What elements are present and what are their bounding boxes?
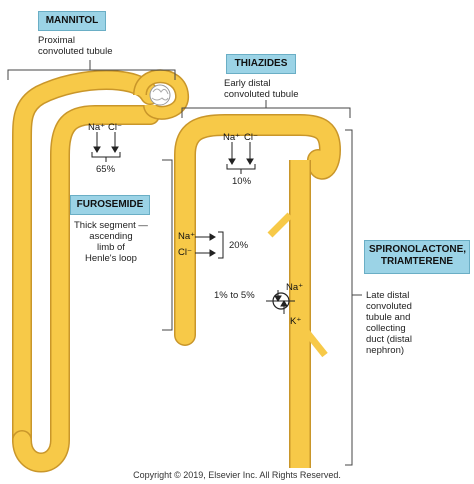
drug-spironolactone: SPIRONOLACTONE, TRIAMTERENE <box>364 240 470 274</box>
bracket-late-distal <box>345 129 353 466</box>
bracket-proximal <box>7 69 176 80</box>
drug-furosemide: FUROSEMIDE <box>70 195 150 215</box>
ion-k-late: K⁺ <box>290 316 302 327</box>
ion-na-late: Na⁺ <box>286 282 304 293</box>
proximal-tubule-fill <box>13 71 159 449</box>
drug-mannitol: MANNITOL <box>38 11 106 31</box>
label-late-distal: Late distal convoluted tubule and collec… <box>366 290 412 356</box>
drug-thiazides: THIAZIDES <box>226 54 296 74</box>
label-proximal-tubule: Proximal convoluted tubule <box>38 35 113 57</box>
ion-na-proximal: Na⁺ <box>88 122 106 133</box>
copyright-notice: Copyright © 2019, Elsevier Inc. All Righ… <box>133 470 341 480</box>
loop-of-henle-fill <box>13 106 159 471</box>
pct-late-distal: 1% to 5% <box>214 290 255 301</box>
pct-proximal: 65% <box>96 164 116 175</box>
duct-branch-1 <box>267 212 293 238</box>
loop-of-henle <box>12 105 160 473</box>
ion-na-thick: Na⁺ <box>178 231 196 242</box>
arrows-thick <box>195 231 224 259</box>
pct-thick: 20% <box>229 240 249 251</box>
label-thick-segment: Thick segment — ascending limb of Henle'… <box>74 220 148 264</box>
ion-na-early: Na⁺ <box>223 132 241 143</box>
bracket-thick <box>162 159 173 331</box>
duct-branch-2 <box>302 327 328 358</box>
arrows-early-distal <box>226 142 256 174</box>
arrows-proximal <box>91 132 121 162</box>
ion-cl-early: Cl⁻ <box>244 132 258 143</box>
na-k-exchanger <box>266 290 295 314</box>
pct-early-distal: 10% <box>232 176 252 187</box>
glomerulus <box>149 84 171 106</box>
ion-cl-proximal: Cl⁻ <box>108 122 122 133</box>
label-early-distal: Early distal convoluted tubule <box>224 78 299 100</box>
ion-cl-thick: Cl⁻ <box>178 247 192 258</box>
